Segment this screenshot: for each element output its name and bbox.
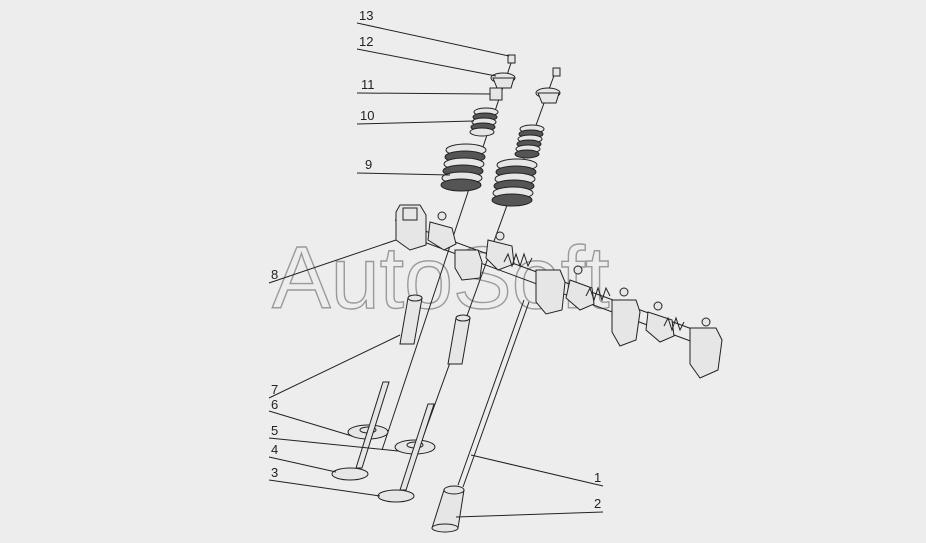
outer-valve-spring xyxy=(440,143,538,207)
callout-7: 7 xyxy=(271,382,278,397)
tappet xyxy=(431,485,465,533)
callout-2: 2 xyxy=(594,496,601,511)
rocker-arm-assembly xyxy=(394,204,723,379)
spring-retainer xyxy=(490,72,561,104)
callout-8: 8 xyxy=(271,267,278,282)
callout-10: 10 xyxy=(360,108,374,123)
inner-valve-spring xyxy=(469,107,545,159)
callout-3: 3 xyxy=(271,465,278,480)
callout-1: 1 xyxy=(594,470,601,485)
callout-labels: 13 12 11 10 9 8 7 6 5 4 3 1 2 xyxy=(271,8,601,511)
callout-4: 4 xyxy=(271,442,278,457)
callout-12: 12 xyxy=(359,34,373,49)
callout-6: 6 xyxy=(271,397,278,412)
valve-stem-seal xyxy=(489,87,503,101)
callout-11: 11 xyxy=(361,77,375,92)
callout-13: 13 xyxy=(359,8,373,23)
callout-leaders xyxy=(268,22,604,518)
callout-9: 9 xyxy=(365,157,372,172)
valve-guide xyxy=(399,294,471,365)
callout-5: 5 xyxy=(271,423,278,438)
valve xyxy=(331,381,435,503)
valve-keeper xyxy=(507,54,561,77)
